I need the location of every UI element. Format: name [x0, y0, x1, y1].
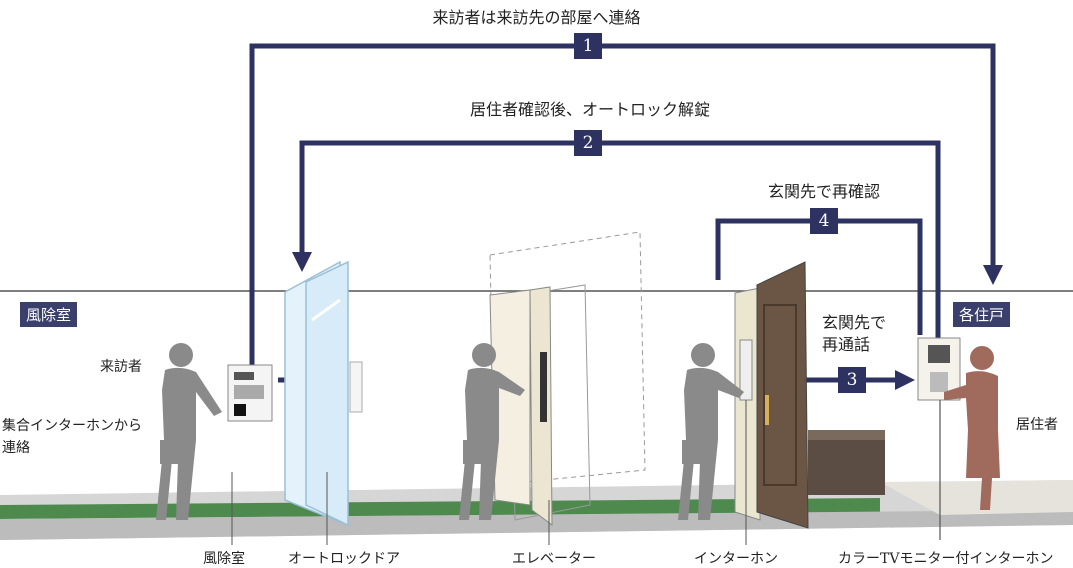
shoe-cabinet	[808, 430, 885, 495]
bottom-label-intercom: インターホン	[694, 551, 778, 567]
area-tag-vestibule: 風除室	[20, 302, 78, 327]
entrance-intercom-panel	[227, 364, 273, 422]
step-4-caption: 玄関先で再確認	[768, 182, 881, 201]
visitor-figure	[156, 343, 222, 520]
resident-figure	[944, 346, 1000, 510]
door-visitor-figure	[678, 343, 744, 520]
autolock-door	[284, 260, 363, 527]
color-tv-intercom	[917, 337, 961, 540]
intercom-note-line1: 集合インターホンから	[2, 418, 142, 434]
unit-door	[734, 261, 809, 529]
elevator	[489, 231, 646, 527]
bottom-label-vestibule: 風除室	[203, 551, 245, 567]
flow-line-1	[249, 43, 1003, 370]
bottom-label-autolock-door: オートロックドア	[288, 551, 400, 567]
resident-label: 居住者	[1016, 417, 1058, 433]
elevator-visitor-figure	[459, 343, 525, 520]
step-2-number: 2	[574, 130, 602, 156]
area-tag-units: 各住戸	[953, 302, 1011, 327]
visitor-label: 来訪者	[100, 359, 142, 375]
step-1-number: 1	[574, 33, 602, 59]
step-2-caption: 居住者確認後、オートロック解錠	[469, 100, 710, 119]
bottom-label-elevator: エレベーター	[512, 551, 596, 567]
step-1-caption: 来訪者は来訪先の部屋へ連絡	[432, 8, 641, 27]
intercom-note-line2: 連絡	[2, 440, 30, 456]
step-3-caption: 玄関先で 再通話	[822, 313, 887, 354]
flow-line-2	[292, 140, 941, 338]
step-4-number: 4	[810, 208, 838, 234]
bottom-label-color-tv-intercom: カラーTVモニター付インターホン	[838, 551, 1054, 567]
step-3-number: 3	[838, 367, 866, 393]
